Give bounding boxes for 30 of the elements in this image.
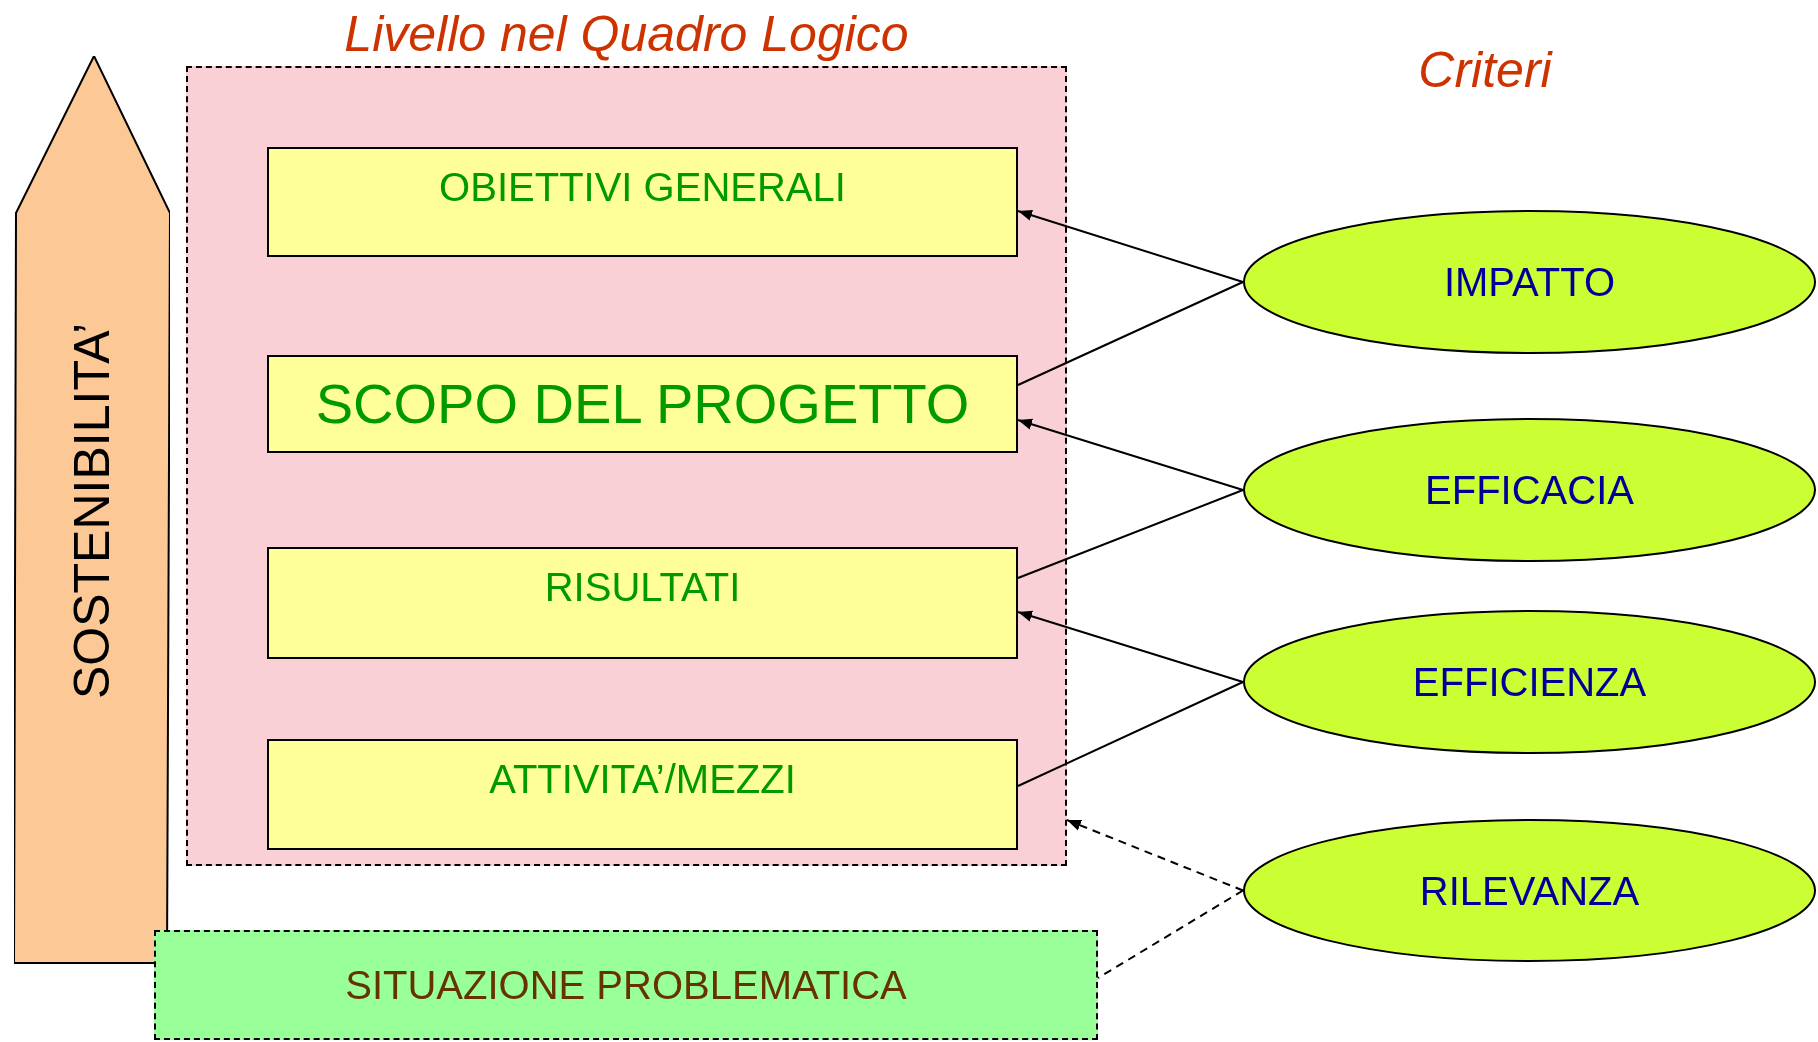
base-label: SITUAZIONE PROBLEMATICA xyxy=(345,962,907,1009)
criterion-label: IMPATTO xyxy=(1443,259,1616,306)
criterion-label: RILEVANZA xyxy=(1419,867,1640,915)
criterion-label: EFFICIENZA xyxy=(1412,659,1647,706)
level-label: OBIETTIVI GENERALI xyxy=(439,164,846,211)
level-label: ATTIVITA’/MEZZI xyxy=(489,756,796,803)
pillar-label: SOSTENIBILITA’ xyxy=(64,322,120,699)
column-heading: Criteri xyxy=(1417,41,1554,100)
level-box xyxy=(267,355,1018,453)
criterion-ellipse xyxy=(1243,210,1816,354)
upward-arrow-shape xyxy=(14,56,170,965)
arrow xyxy=(1017,209,1244,283)
criterion-label: EFFICACIA xyxy=(1425,467,1634,514)
panel-heading: Livello nel Quadro Logico xyxy=(343,5,910,64)
level-box xyxy=(267,147,1018,257)
connector-line xyxy=(1017,281,1244,386)
connector-line xyxy=(1017,681,1244,787)
criterion-ellipse xyxy=(1243,418,1816,562)
level-label: SCOPO DEL PROGETTO xyxy=(315,372,970,436)
level-box xyxy=(267,547,1018,659)
arrow xyxy=(1066,819,1244,892)
level-label: RISULTATI xyxy=(544,564,741,611)
level-box xyxy=(267,739,1018,850)
base-box xyxy=(154,930,1098,1040)
connector-line xyxy=(1097,889,1244,979)
connector-line xyxy=(1017,489,1244,579)
arrow xyxy=(1017,610,1244,683)
criterion-ellipse xyxy=(1243,610,1816,754)
arrow xyxy=(1017,418,1244,491)
criterion-ellipse xyxy=(1243,819,1816,962)
